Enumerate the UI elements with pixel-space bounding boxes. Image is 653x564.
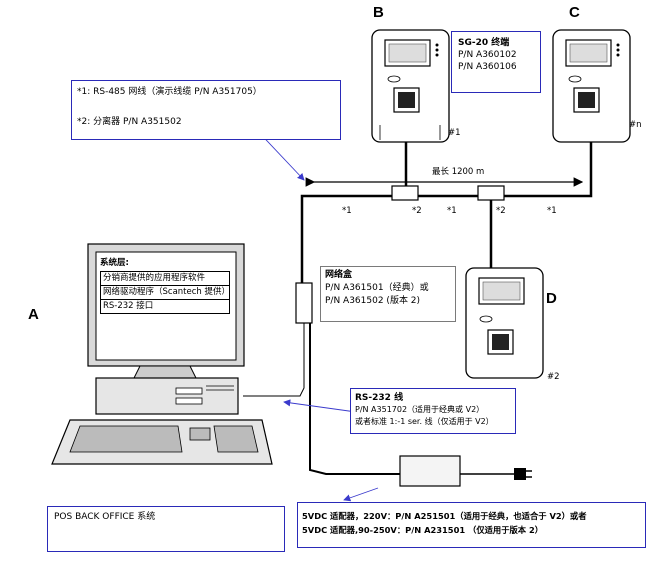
note-rs485: *1: RS-485 网线（演示线缆 P/N A351705） — [77, 87, 262, 97]
rs232-pn: P/N A351702（适用于经典或 V2） — [355, 405, 485, 414]
terminal-pn-1: P/N A360102 — [458, 50, 517, 60]
cable-mark-1: *1 — [342, 206, 352, 216]
adapter-info-box: 5VDC 适配器，220V：P/N A251501（适用于经典，也适合于 V2）… — [297, 502, 646, 548]
network-box-title: 网络盒 — [325, 270, 353, 280]
terminal-pn-2: P/N A360106 — [458, 62, 517, 72]
pos-back-office-box: POS BACK OFFICE 系统 — [47, 506, 285, 552]
rs232-alt: 或者标准 1:-1 ser. 线（仅适用于 V2） — [355, 417, 494, 426]
computer-icon — [51, 243, 273, 465]
terminal-number-c: #n — [629, 120, 642, 130]
terminal-c-icon — [552, 29, 631, 143]
terminal-title: SG-20 终端 — [458, 38, 510, 48]
adapter-90-250v: 5VDC 适配器,90-250V：P/N A231501 （仅适用于版本 2） — [302, 525, 544, 535]
cable-mark-3: *1 — [447, 206, 457, 216]
network-box-pn-1: P/N A361501（经典）或 — [325, 283, 429, 293]
cable-mark-5: *1 — [547, 206, 557, 216]
rs232-info-box: RS-232 线 P/N A351702（适用于经典或 V2） 或者标准 1:-… — [350, 388, 516, 434]
system-layer-driver: 网络驱动程序（Scantech 提供） — [100, 286, 230, 300]
cable-notes-box: *1: RS-485 网线（演示线缆 P/N A351705） *2: 分离器 … — [71, 80, 341, 140]
label-a: A — [28, 306, 39, 323]
pos-back-office-label: POS BACK OFFICE 系统 — [54, 512, 156, 522]
cable-mark-4: *2 — [496, 206, 506, 216]
splitter-2-icon — [477, 185, 505, 201]
terminal-d-icon — [465, 267, 544, 379]
label-c: C — [569, 4, 580, 21]
cable-mark-2: *2 — [412, 206, 422, 216]
system-layer-app: 分销商提供的应用程序软件 — [100, 271, 230, 286]
terminal-number-b: #1 — [448, 128, 461, 138]
rs232-title: RS-232 线 — [355, 393, 404, 403]
network-box-pn-2: P/N A361502 (版本 2) — [325, 296, 421, 306]
label-d: D — [546, 290, 557, 307]
splitter-1-icon — [391, 185, 419, 201]
terminal-info-box: SG-20 终端 P/N A360102 P/N A360106 — [451, 31, 541, 93]
adapter-220v: 5VDC 适配器，220V：P/N A251501（适用于经典，也适合于 V2）… — [302, 511, 587, 521]
system-layers-title: 系统层: — [100, 258, 129, 268]
note-splitter: *2: 分离器 P/N A351502 — [77, 117, 182, 127]
network-box-info: 网络盒 P/N A361501（经典）或 P/N A361502 (版本 2) — [320, 266, 456, 322]
cable-length-label: 最长 1200 m — [432, 167, 485, 177]
label-b: B — [373, 4, 384, 21]
terminal-number-d: #2 — [547, 372, 560, 382]
terminal-b-icon — [371, 29, 450, 143]
network-box-icon — [295, 282, 313, 324]
power-adapter-icon — [399, 455, 461, 487]
system-layer-rs232: RS-232 接口 — [100, 300, 230, 314]
system-layers-panel: 系统层: 分销商提供的应用程序软件 网络驱动程序（Scantech 提供） RS… — [100, 258, 230, 314]
